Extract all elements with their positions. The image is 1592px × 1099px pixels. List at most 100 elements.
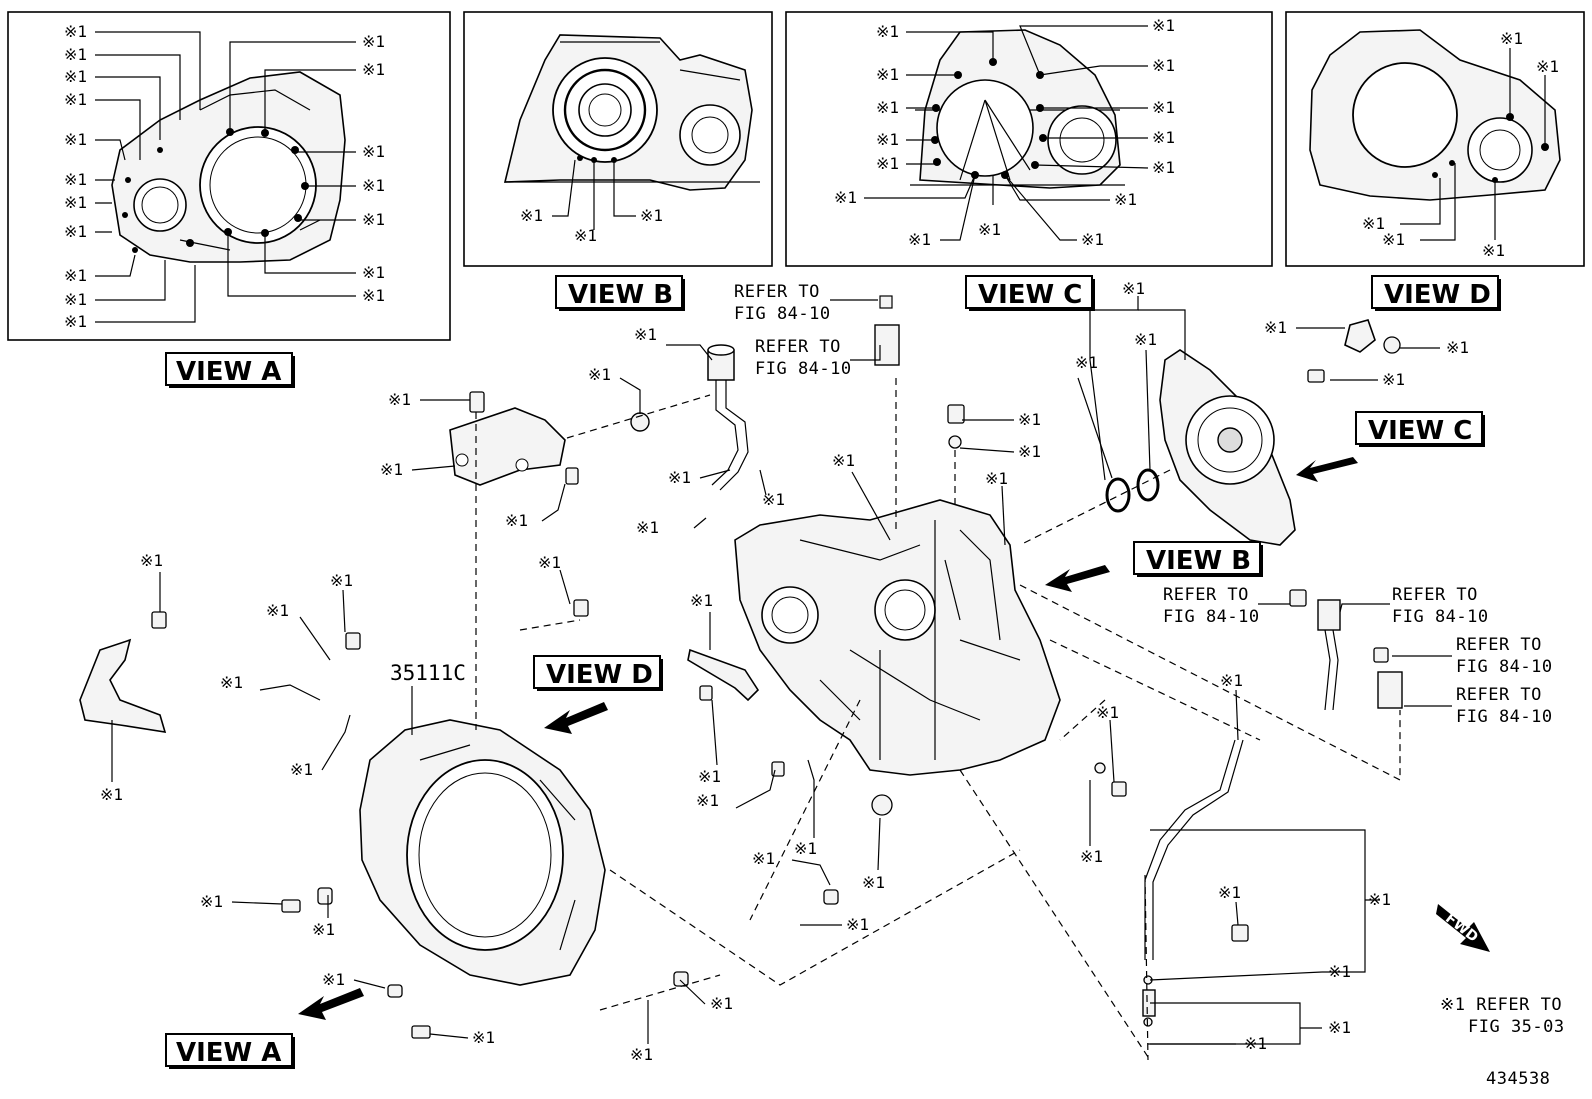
view-c-label-9: ※1	[876, 154, 899, 173]
view-c-label-13: ※1	[978, 220, 1001, 239]
svg-text:FIG 84-10: FIG 84-10	[755, 359, 852, 379]
label-case-pin: ※1	[832, 451, 855, 470]
view-c-case-drawing	[910, 29, 1125, 189]
view-b-frame	[463, 11, 773, 267]
view-c-label-3: ※1	[876, 65, 899, 84]
view-a-label-14: ※1	[362, 142, 385, 161]
view-a-label-12: ※1	[362, 32, 385, 51]
svg-text:VIEW B: VIEW B	[1146, 546, 1251, 576]
view-d-label-5: ※1	[1482, 241, 1505, 260]
view-d-title-top: VIEW D	[1371, 275, 1501, 311]
view-a-title-top: VIEW A	[165, 352, 295, 388]
refer-note-top-2: REFER TO FIG 84-10	[755, 337, 881, 379]
view-d-label-1: ※1	[1500, 29, 1523, 48]
label-stud-2: ※1	[846, 915, 869, 934]
transaxle-case	[734, 499, 1061, 776]
label-union: ※1	[636, 518, 659, 537]
view-b-title-top: VIEW B	[555, 275, 685, 311]
speed-sensor-top	[874, 295, 900, 366]
label-case: ※1	[985, 469, 1008, 488]
svg-text:FWD: FWD	[1442, 910, 1481, 945]
view-d-leaders	[1400, 48, 1546, 241]
view-c-label-11: ※1	[834, 188, 857, 207]
shift-lever	[687, 648, 760, 702]
view-b-case-drawing	[503, 34, 760, 191]
view-a-label-9: ※1	[64, 266, 87, 285]
label-plug-gasket: ※1	[1018, 442, 1041, 461]
view-c-label-6: ※1	[1152, 98, 1175, 117]
view-b-labels: ※1 ※1 ※1	[520, 206, 663, 245]
refer-note-right-3: REFER TO FIG 84-10	[1392, 635, 1553, 677]
label-plug: ※1	[1018, 410, 1041, 429]
view-c-leaders	[864, 25, 1149, 241]
view-d-labels: ※1 ※1 ※1 ※1 ※1	[1362, 29, 1559, 260]
main-leaders	[111, 296, 1440, 1045]
view-d-frame	[1285, 11, 1585, 267]
view-a-label-13: ※1	[362, 60, 385, 79]
part-number-label: 35111C	[390, 661, 466, 685]
view-a-label-15: ※1	[362, 176, 385, 195]
view-d-label-2: ※1	[1536, 57, 1559, 76]
view-c-label-15: ※1	[1081, 230, 1104, 249]
label-cover-bolt: ※1	[1382, 370, 1405, 389]
label-dowel: ※1	[312, 920, 335, 939]
view-c-labels: ※1 ※1 ※1 ※1 ※1 ※1 ※1 ※1 ※1 ※1 ※1 ※1 ※1 ※…	[834, 16, 1175, 249]
svg-text:FIG 35-03: FIG 35-03	[1468, 1017, 1565, 1037]
label-wire-clamp: ※1	[266, 601, 289, 620]
view-c-label-1: ※1	[876, 22, 899, 41]
small-fasteners	[151, 369, 1389, 1039]
view-a-label-18: ※1	[362, 286, 385, 305]
view-c-label-14: ※1	[908, 230, 931, 249]
view-d-label-3: ※1	[1362, 214, 1385, 233]
mount-bracket	[449, 407, 566, 486]
svg-text:FIG 84-10: FIG 84-10	[1456, 707, 1553, 727]
view-c-label-5: ※1	[876, 98, 899, 117]
view-c-label-7: ※1	[876, 130, 899, 149]
svg-text:FIG 84-10: FIG 84-10	[1392, 607, 1489, 627]
label-seal: ※1	[862, 873, 885, 892]
label-heat-shield: ※1	[100, 785, 123, 804]
view-b-label-3: ※1	[640, 206, 663, 225]
view-c-title-main: VIEW C	[1355, 411, 1485, 447]
label-shift-lever: ※1	[690, 591, 713, 610]
view-d-title-main: VIEW D	[533, 655, 663, 691]
svg-text:FIG 84-10: FIG 84-10	[734, 304, 831, 324]
fwd-arrow-icon: FWD	[1436, 904, 1490, 952]
label-bracket-nut: ※1	[505, 511, 528, 530]
label-union-gasket: ※1	[1244, 1034, 1267, 1053]
label-housing-stud: ※1	[630, 1045, 653, 1064]
svg-text:REFER TO: REFER TO	[1163, 585, 1249, 605]
svg-text:VIEW A: VIEW A	[176, 357, 281, 387]
label-housing-bolt-2: ※1	[472, 1028, 495, 1047]
svg-text:VIEW C: VIEW C	[1368, 416, 1472, 446]
refer-note-top: REFER TO FIG 84-10	[734, 282, 878, 324]
view-arrows	[298, 457, 1358, 1020]
view-b-label-2: ※1	[574, 226, 597, 245]
label-wire-bracket: ※1	[290, 760, 313, 779]
refer-note-right-4: REFER TO FIG 84-10	[1404, 685, 1553, 727]
view-c-label-8: ※1	[1152, 128, 1175, 147]
view-d-housing-drawing	[1309, 29, 1561, 201]
label-cover-gasket: ※1	[1264, 318, 1287, 337]
label-o-ring-small: ※1	[1328, 962, 1351, 981]
view-d-label-4: ※1	[1382, 230, 1405, 249]
diagram-id: 434538	[1486, 1069, 1550, 1089]
heat-shield	[79, 638, 167, 733]
view-a-label-5: ※1	[64, 130, 87, 149]
label-clip: ※1	[794, 839, 817, 858]
view-a-housing-drawing	[111, 71, 346, 263]
svg-text:※1 REFER TO: ※1 REFER TO	[1440, 995, 1562, 1015]
label-wire: ※1	[220, 673, 243, 692]
svg-text:FIG 84-10: FIG 84-10	[1456, 657, 1553, 677]
view-c-label-2: ※1	[1152, 16, 1175, 35]
label-hose-clamp: ※1	[762, 490, 785, 509]
svg-text:REFER TO: REFER TO	[1392, 585, 1478, 605]
view-a-label-6: ※1	[64, 170, 87, 189]
label-breather-cap: ※1	[634, 325, 657, 344]
label-shield-bolt: ※1	[140, 551, 163, 570]
label-drain-plug: ※1	[1096, 703, 1119, 722]
view-a-label-3: ※1	[64, 67, 87, 86]
side-cover	[1159, 349, 1296, 546]
view-b-title-main: VIEW B	[1133, 541, 1263, 577]
view-c-frame	[785, 11, 1273, 267]
